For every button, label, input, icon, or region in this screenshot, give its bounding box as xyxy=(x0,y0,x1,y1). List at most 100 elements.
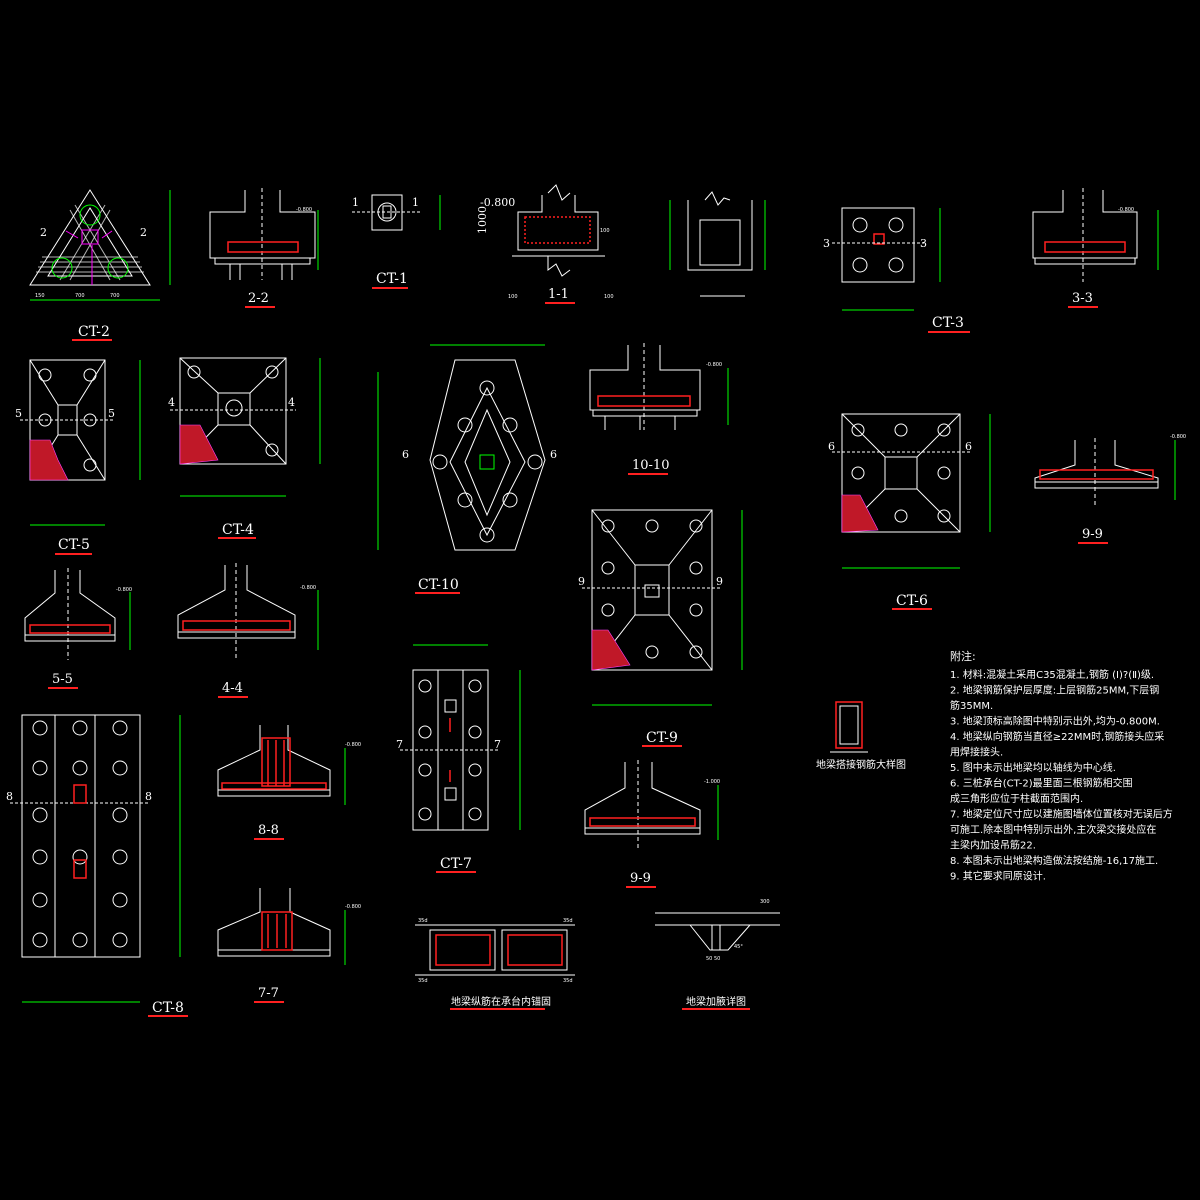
note-line: 7. 地梁定位尺寸应以建施图墙体位置核对无误后方 xyxy=(950,808,1173,821)
dim-100a: 100 xyxy=(508,294,518,300)
notes-title: 附注: xyxy=(950,649,976,663)
section-3-3: -0.800 3-3 xyxy=(1032,188,1159,308)
notes-block: 附注: 1. 材料:混凝土采用C35混凝土,钢筋 (Ⅰ)?(Ⅱ)级.2. 地梁钢… xyxy=(950,649,1173,883)
level-g: -0.800 xyxy=(300,585,316,591)
s99b-title: 9-9 xyxy=(630,871,651,886)
note-line: 筋35MM. xyxy=(950,699,993,712)
level-d: -0.800 xyxy=(706,362,722,368)
s55-title: 5-5 xyxy=(52,672,73,687)
dim-300: 300 xyxy=(760,899,770,905)
detail-tie-anchorage: 35d 35d 35d 35d 地梁纵筋在承台内锚固 xyxy=(415,918,575,1010)
level-e: -0.800 xyxy=(1170,434,1186,440)
detail-small-a xyxy=(669,191,766,297)
level-j: -1.000 xyxy=(704,779,720,785)
section-mark-5b: 5 xyxy=(108,407,115,420)
section-10-10: -0.800 10-10 xyxy=(589,343,729,475)
level-b: -0.800 xyxy=(480,196,515,209)
dim-35d-a: 35d xyxy=(418,918,428,924)
section-5-5: -0.800 5-5 xyxy=(24,568,132,689)
section-mark-6b: 6 xyxy=(965,440,972,453)
s77-title: 7-7 xyxy=(258,986,279,1001)
section-mark-1a: 1 xyxy=(352,196,359,209)
note-line: 可施工.除本图中特别示出外,主次梁交接处应在 xyxy=(950,823,1156,836)
ct5-title: CT-5 xyxy=(58,537,90,553)
note-line: 9. 其它要求同原设计. xyxy=(950,870,1046,883)
s88-title: 8-8 xyxy=(258,823,279,838)
ct4-title: CT-4 xyxy=(222,522,254,538)
note-line: 成三角形应位于柱截面范围内. xyxy=(950,792,1083,805)
section-mark-7b: 7 xyxy=(494,738,501,751)
section-8-8: -0.800 8-8 xyxy=(217,725,361,840)
ct8-plan: 8 8 CT-8 xyxy=(6,714,188,1017)
section-9-9-a: -0.800 9-9 xyxy=(1034,434,1186,544)
ct10-title: CT-10 xyxy=(418,577,459,593)
ct7-title: CT-7 xyxy=(440,856,472,872)
s22-title: 2-2 xyxy=(248,291,269,306)
section-1-1: 100 -0.800 1000 100 100 1-1 xyxy=(476,184,614,304)
section-2-2: -0.800 2-2 xyxy=(209,188,319,308)
ct3-title: CT-3 xyxy=(932,315,964,331)
section-mark-5a: 5 xyxy=(15,407,22,420)
s11-title: 1-1 xyxy=(548,287,569,302)
ct10-plan: 6 6 CT-10 xyxy=(377,344,557,594)
section-9-9-b: -1.000 9-9 xyxy=(584,760,720,888)
section-mark-4a: 4 xyxy=(168,396,175,409)
level-f: -0.800 xyxy=(116,587,132,593)
section-mark-6d: 6 xyxy=(550,448,557,461)
level-h: -0.800 xyxy=(345,742,361,748)
ct7-plan: 7 7 CT-7 xyxy=(396,644,521,873)
s44-title: 4-4 xyxy=(222,681,243,696)
level-a: -0.800 xyxy=(296,207,312,213)
note-line: 6. 三桩承台(CT-2)最里面三根钢筋相交围 xyxy=(950,777,1133,790)
section-mark-1b: 1 xyxy=(412,196,419,209)
section-mark-9b: 9 xyxy=(716,575,723,588)
ct9-plan: 9 9 CT-9 xyxy=(578,509,743,747)
ct6-plan: 6 6 CT-6 xyxy=(828,413,991,610)
splice-caption: 地梁搭接钢筋大样图 xyxy=(816,758,906,771)
note-line: 2. 地梁钢筋保护层厚度:上层钢筋25MM,下层钢 xyxy=(950,684,1159,697)
detail-splice: 地梁搭接钢筋大样图 xyxy=(816,701,906,771)
note-line: 用焊接接头. xyxy=(950,746,1003,759)
s99a-title: 9-9 xyxy=(1082,527,1103,542)
dim-1000: 1000 xyxy=(476,206,489,234)
s1010-title: 10-10 xyxy=(632,458,669,473)
note-line: 5. 图中未示出地梁均以轴线为中心线. xyxy=(950,761,1116,774)
section-mark-2a: 2 xyxy=(40,226,47,239)
ct8-title: CT-8 xyxy=(152,1000,184,1016)
svg-text:150: 150 xyxy=(35,293,45,299)
section-mark-9a: 9 xyxy=(578,575,585,588)
svg-text:700: 700 xyxy=(110,293,120,299)
section-mark-7a: 7 xyxy=(396,738,403,751)
dim-35d-d: 35d xyxy=(563,978,573,984)
ct1-plan: 1 1 CT-1 xyxy=(352,194,441,289)
note-line: 8. 本图未示出地梁构造做法按结施-16,17施工. xyxy=(950,854,1158,867)
svg-text:700: 700 xyxy=(75,293,85,299)
level-c: -0.800 xyxy=(1118,207,1134,213)
section-4-4: -0.800 4-4 xyxy=(177,563,319,698)
svg-text:100: 100 xyxy=(600,228,610,234)
ct9-title: CT-9 xyxy=(646,730,678,746)
section-mark-4b: 4 xyxy=(288,396,295,409)
level-i: -0.800 xyxy=(345,904,361,910)
ct1-title: CT-1 xyxy=(376,271,408,287)
dim-100b: 100 xyxy=(604,294,614,300)
section-mark-6a: 6 xyxy=(828,440,835,453)
tie-caption: 地梁纵筋在承台内锚固 xyxy=(451,995,551,1008)
ct4-plan: 4 4 CT-4 xyxy=(168,357,321,539)
detail-haunch: 300 45° 50 50 地梁加腋详图 xyxy=(655,899,780,1010)
section-mark-8a: 8 xyxy=(6,790,13,803)
ct3-plan: 3 3 CT-3 xyxy=(823,207,970,333)
section-mark-3b: 3 xyxy=(920,237,927,250)
section-mark-3a: 3 xyxy=(823,237,830,250)
dim-35d-b: 35d xyxy=(563,918,573,924)
haunch-caption: 地梁加腋详图 xyxy=(686,995,746,1008)
s33-title: 3-3 xyxy=(1072,291,1093,306)
dim-5050: 50 50 xyxy=(706,956,720,962)
section-mark-2b: 2 xyxy=(140,226,147,239)
ct5-plan: 5 5 CT-5 xyxy=(15,359,141,555)
section-mark-8b: 8 xyxy=(145,790,152,803)
note-line: 主梁内加设吊筋22. xyxy=(950,839,1036,852)
dim-45: 45° xyxy=(734,944,743,950)
